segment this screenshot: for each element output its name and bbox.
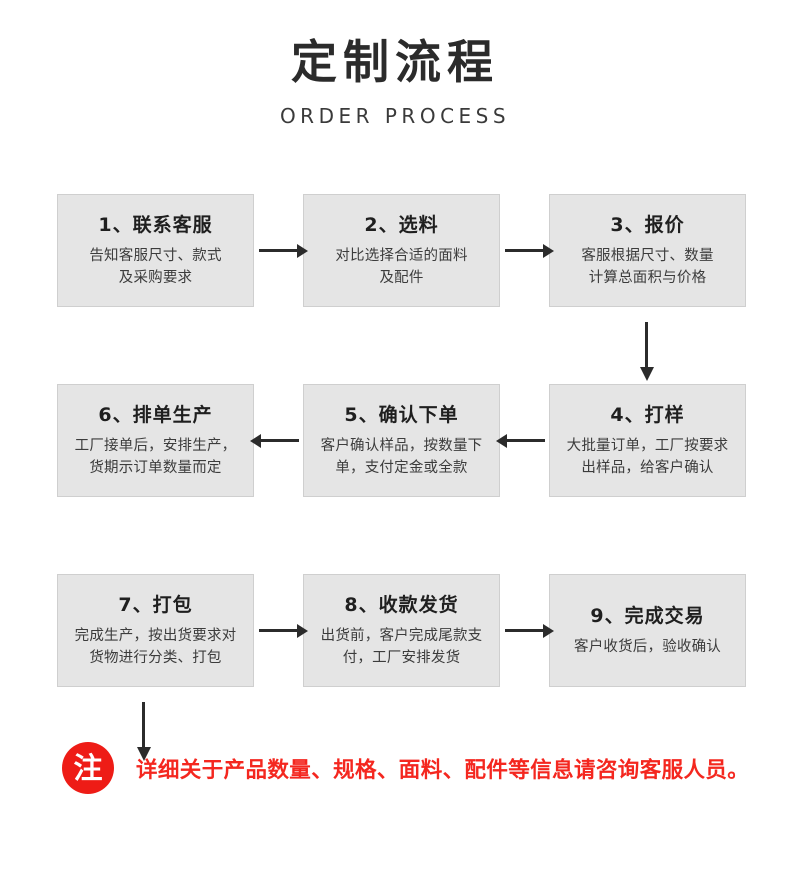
- arrow-left-icon: [258, 439, 299, 442]
- process-flow-diagram: 1、联系客服 告知客服尺寸、款式 及采购要求 2、选料 对比选择合适的面料 及配…: [57, 194, 747, 748]
- note-badge-icon: 注: [62, 742, 114, 794]
- process-step-9[interactable]: 9、完成交易 客户收货后，验收确认: [549, 574, 746, 687]
- step-description: 出货前，客户完成尾款支 付，工厂安排发货: [321, 625, 483, 670]
- step-title: 6、排单生产: [98, 403, 213, 426]
- connector-gap: [500, 574, 549, 687]
- step-description-line: 客户收货后，验收确认: [574, 638, 721, 655]
- step-description: 客服根据尺寸、数量 计算总面积与价格: [581, 245, 713, 290]
- page-header: 定制流程 ORDER PROCESS: [0, 0, 790, 128]
- note-text: 详细关于产品数量、规格、面料、配件等信息请咨询客服人员。: [136, 757, 750, 783]
- step-description-line: 告知客服尺寸、款式: [89, 247, 222, 264]
- arrow-right-icon: [504, 249, 545, 252]
- step-description-line: 客户确认样品，按数量下: [320, 437, 483, 454]
- step-title: 2、选料: [364, 213, 439, 236]
- step-description-line: 大批量订单，工厂按要求: [566, 437, 729, 454]
- connector-gap: [254, 384, 303, 497]
- step-title: 4、打样: [610, 403, 685, 426]
- step-title: 3、报价: [610, 213, 685, 236]
- step-description: 大批量订单，工厂按要求 出样品，给客户确认: [567, 435, 729, 480]
- step-description-line: 货物进行分类、打包: [89, 650, 222, 666]
- connector-gap: [500, 194, 549, 307]
- step-description-line: 工厂接单后，安排生产，: [74, 437, 237, 454]
- step-title: 5、确认下单: [344, 403, 459, 426]
- connector-gap: [254, 194, 303, 307]
- step-description-line: 及采购要求: [118, 270, 193, 286]
- step-description-line: 客服根据尺寸、数量: [581, 247, 714, 264]
- process-step-1[interactable]: 1、联系客服 告知客服尺寸、款式 及采购要求: [57, 194, 254, 307]
- step-description: 客户确认样品，按数量下 单，支付定金或全款: [321, 435, 483, 480]
- page-title: 定制流程: [291, 35, 499, 89]
- step-description-line: 出样品，给客户确认: [581, 460, 714, 476]
- process-step-6[interactable]: 6、排单生产 工厂接单后，安排生产， 货期示订单数量而定: [57, 384, 254, 497]
- step-description-line: 计算总面积与价格: [588, 270, 707, 286]
- step-description-line: 付，工厂安排发货: [342, 650, 461, 666]
- step-title: 7、打包: [118, 593, 193, 616]
- step-title: 9、完成交易: [590, 604, 705, 627]
- flow-row-3: 7、打包 完成生产，按出货要求对 货物进行分类、打包 8、收款发货 出货前，客户…: [57, 574, 747, 689]
- step-description-line: 单，支付定金或全款: [335, 460, 468, 476]
- step-description-line: 对比选择合适的面料: [335, 247, 468, 264]
- flow-row-2: 6、排单生产 工厂接单后，安排生产， 货期示订单数量而定 5、确认下单 客户确认…: [57, 384, 747, 748]
- arrow-down-icon: [645, 322, 648, 368]
- arrow-right-icon: [258, 629, 299, 632]
- connector-gap: [500, 384, 549, 497]
- step-description-line: 出货前，客户完成尾款支: [320, 627, 483, 644]
- flow-row-1: 1、联系客服 告知客服尺寸、款式 及采购要求 2、选料 对比选择合适的面料 及配…: [57, 194, 747, 368]
- footer-note: 注 详细关于产品数量、规格、面料、配件等信息请咨询客服人员。: [62, 742, 749, 794]
- step-description: 工厂接单后，安排生产， 货期示订单数量而定: [75, 435, 237, 480]
- arrow-right-icon: [504, 629, 545, 632]
- step-description-line: 及配件: [379, 270, 424, 286]
- process-step-4[interactable]: 4、打样 大批量订单，工厂按要求 出样品，给客户确认: [549, 384, 746, 497]
- arrow-left-icon: [504, 439, 545, 442]
- step-description: 客户收货后，验收确认: [574, 636, 721, 658]
- process-step-5[interactable]: 5、确认下单 客户确认样品，按数量下 单，支付定金或全款: [303, 384, 500, 497]
- step-description: 告知客服尺寸、款式 及采购要求: [89, 245, 221, 290]
- step-description: 对比选择合适的面料 及配件: [335, 245, 467, 290]
- page-subtitle: ORDER PROCESS: [279, 103, 511, 128]
- process-step-3[interactable]: 3、报价 客服根据尺寸、数量 计算总面积与价格: [549, 194, 746, 307]
- step-title: 1、联系客服: [98, 213, 213, 236]
- step-description-line: 完成生产，按出货要求对: [74, 627, 237, 644]
- process-step-8[interactable]: 8、收款发货 出货前，客户完成尾款支 付，工厂安排发货: [303, 574, 500, 687]
- process-step-7[interactable]: 7、打包 完成生产，按出货要求对 货物进行分类、打包: [57, 574, 254, 687]
- arrow-down-icon: [142, 702, 145, 748]
- connector-gap: [254, 574, 303, 687]
- step-title: 8、收款发货: [344, 593, 459, 616]
- step-description: 完成生产，按出货要求对 货物进行分类、打包: [75, 625, 237, 670]
- process-step-2[interactable]: 2、选料 对比选择合适的面料 及配件: [303, 194, 500, 307]
- arrow-right-icon: [258, 249, 299, 252]
- step-description-line: 货期示订单数量而定: [89, 460, 222, 476]
